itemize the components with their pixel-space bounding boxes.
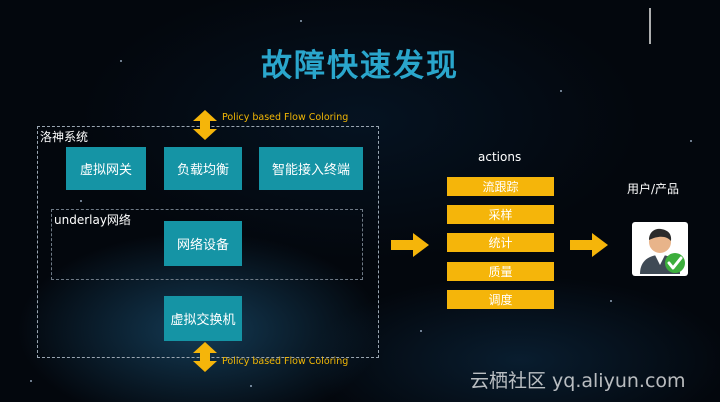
right-arrow-icon xyxy=(570,233,608,257)
underlay-label: underlay网络 xyxy=(54,213,131,227)
system-label: 洛神系统 xyxy=(40,130,89,144)
actions-label: actions xyxy=(478,150,522,164)
policy-label-top: Policy based Flow Coloring xyxy=(222,112,349,123)
checkmark-icon xyxy=(665,253,685,273)
double-arrow-icon xyxy=(193,342,217,372)
policy-label-bottom: Policy based Flow Coloring xyxy=(222,356,349,367)
smart-access-box: 智能接入终端 xyxy=(259,147,363,190)
load-balancer-box: 负载均衡 xyxy=(164,147,242,190)
action-item: 流跟踪 xyxy=(447,177,554,196)
virtual-switch-box: 虚拟交换机 xyxy=(164,296,242,341)
action-item: 质量 xyxy=(447,262,554,281)
decorative-line xyxy=(649,8,651,44)
right-arrow-icon xyxy=(391,233,429,257)
network-device-box: 网络设备 xyxy=(164,221,242,266)
underlay-container xyxy=(51,209,363,280)
user-icon xyxy=(632,222,688,276)
action-item: 调度 xyxy=(447,290,554,309)
watermark: 云栖社区 yq.aliyun.com xyxy=(470,370,686,392)
double-arrow-icon xyxy=(193,110,217,140)
action-item: 统计 xyxy=(447,233,554,252)
virtual-gateway-box: 虚拟网关 xyxy=(66,147,146,190)
user-label: 用户/产品 xyxy=(627,182,680,196)
action-item: 采样 xyxy=(447,205,554,224)
page-title: 故障快速发现 xyxy=(261,48,459,84)
